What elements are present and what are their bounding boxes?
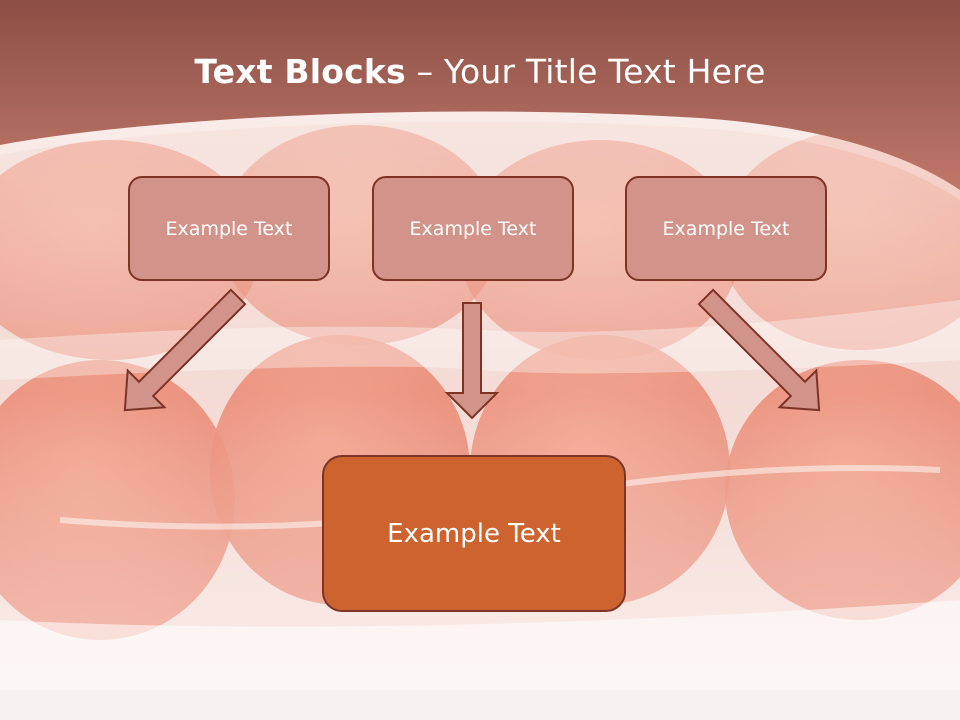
- text-block-3-label: Example Text: [662, 217, 790, 240]
- text-block-2[interactable]: Example Text: [372, 176, 574, 281]
- target-block[interactable]: Example Text: [322, 455, 626, 612]
- text-block-3[interactable]: Example Text: [625, 176, 827, 281]
- title-separator: –: [405, 52, 444, 91]
- title-rest: Your Title Text Here: [443, 52, 766, 91]
- text-block-1-label: Example Text: [165, 217, 293, 240]
- target-block-label: Example Text: [387, 518, 561, 549]
- arrow-left: [123, 288, 247, 412]
- title-bold: Text Blocks: [194, 52, 406, 91]
- slide-title: Text Blocks – Your Title Text Here: [0, 52, 960, 91]
- arrow-right: [697, 288, 821, 412]
- arrow-center: [444, 302, 500, 420]
- text-block-2-label: Example Text: [409, 217, 537, 240]
- text-block-1[interactable]: Example Text: [128, 176, 330, 281]
